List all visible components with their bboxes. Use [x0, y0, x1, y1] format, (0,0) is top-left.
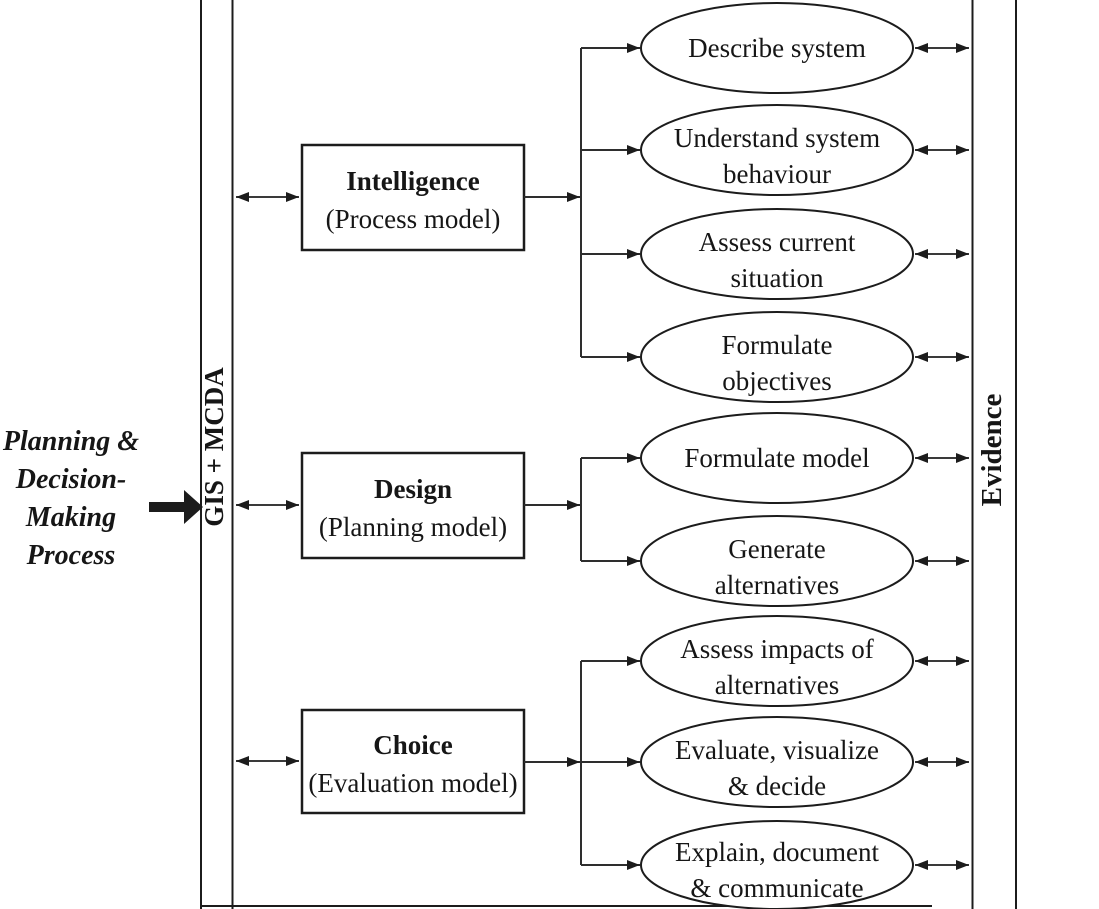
stage-box-design: Design (Planning model)	[300, 451, 526, 560]
task-label-line1: Evaluate, visualize	[675, 735, 879, 765]
evidence-bar-label: Evidence	[976, 393, 1008, 506]
task-label-line1: Assess impacts of	[680, 634, 873, 664]
task-label-line2: alternatives	[715, 570, 839, 600]
stage-subtitle-intelligence: (Process model)	[326, 204, 501, 234]
task-label-line2: alternatives	[715, 670, 839, 700]
task-label-line1: Explain, document	[675, 837, 879, 867]
stage-title-choice: Choice	[373, 730, 453, 760]
stage-title-design: Design	[374, 474, 452, 504]
planning-process-label: Planning & Decision- Making Process	[2, 426, 139, 571]
task-label-line2: situation	[731, 263, 824, 293]
gis-mcda-bar-label: GIS + MCDA	[199, 367, 229, 527]
thick-input-arrow	[149, 490, 203, 524]
task-generate-alternatives: Generate alternatives	[640, 515, 914, 607]
task-label: Formulate model	[684, 443, 869, 473]
planning-label-line-2: Decision-	[15, 464, 126, 495]
task-label-line1: Understand system	[674, 123, 880, 153]
task-label-line2: behaviour	[723, 159, 831, 189]
task-evaluate-visualize-decide: Evaluate, visualize & decide	[640, 716, 914, 808]
stage-subtitle-choice: (Evaluation model)	[308, 768, 517, 798]
task-assess-impacts-of-alternatives: Assess impacts of alternatives	[640, 615, 914, 707]
task-label-line2: objectives	[722, 366, 831, 396]
task-label: Describe system	[688, 33, 866, 63]
task-formulate-objectives: Formulate objectives	[640, 311, 914, 403]
planning-label-line-1: Planning &	[2, 426, 139, 457]
stage-subtitle-design: (Planning model)	[319, 512, 507, 542]
task-formulate-model: Formulate model	[640, 412, 914, 504]
task-label-line2: & decide	[728, 771, 826, 801]
task-explain-document-communicate: Explain, document & communicate	[640, 820, 914, 909]
task-label-line1: Generate	[728, 534, 825, 564]
task-understand-system-behaviour: Understand system behaviour	[640, 104, 914, 196]
planning-label-line-4: Process	[26, 540, 116, 571]
task-label-line1: Assess current	[699, 227, 856, 257]
stage-box-choice: Choice (Evaluation model)	[300, 708, 526, 815]
task-label-line2: & communicate	[690, 873, 863, 903]
stage-box-intelligence: Intelligence (Process model)	[300, 143, 526, 252]
task-describe-system: Describe system	[640, 2, 914, 94]
stage-title-intelligence: Intelligence	[346, 166, 479, 196]
task-assess-current-situation: Assess current situation	[640, 208, 914, 300]
planning-label-line-3: Making	[25, 502, 116, 533]
task-label-line1: Formulate	[722, 330, 833, 360]
